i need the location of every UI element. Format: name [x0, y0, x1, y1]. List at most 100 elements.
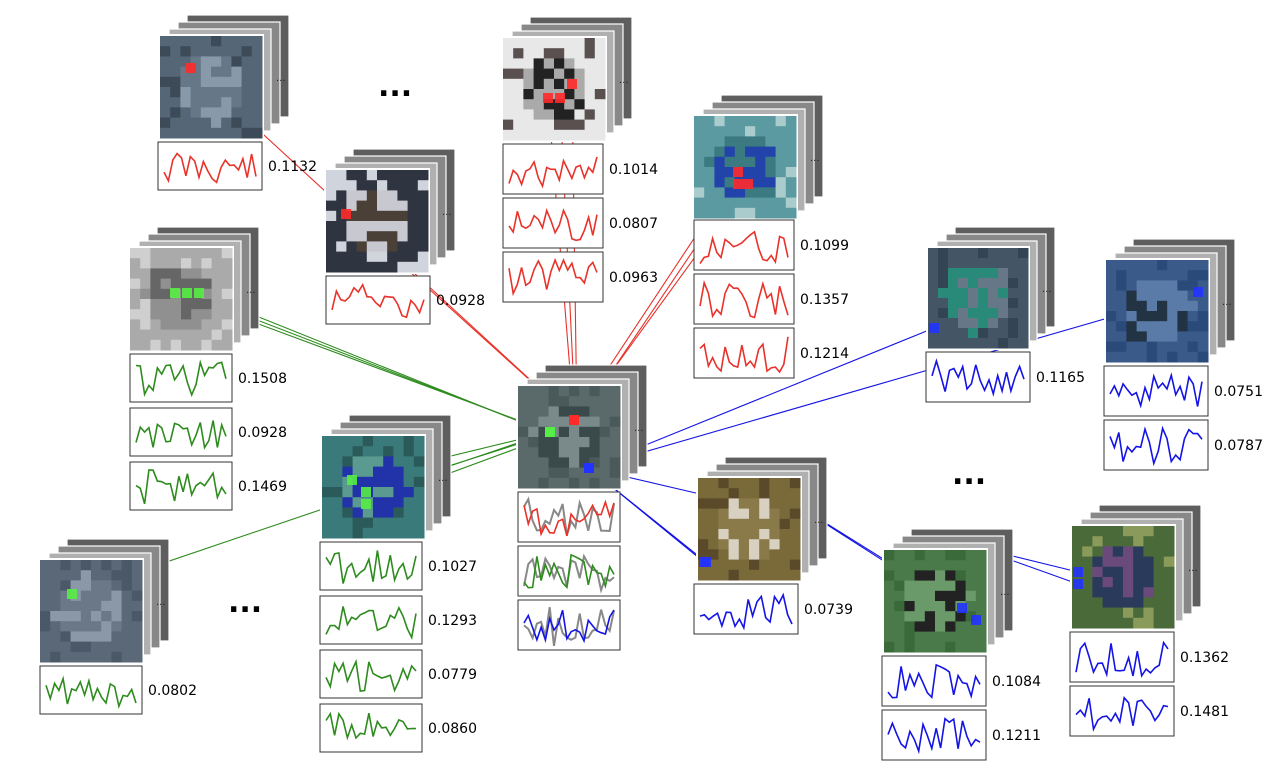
bird-top-left-pixel: [180, 127, 192, 139]
bird-bottom-left-pixel: [70, 651, 82, 663]
horse-pixel: [326, 180, 337, 191]
horse-pixel: [417, 170, 429, 181]
query-airplane-pixel: [589, 457, 601, 469]
dog-pixel: [914, 601, 926, 612]
truck-green-pixel: [1018, 268, 1029, 279]
airplane-blue-small-signal-line: [325, 711, 417, 741]
frog-dark-pixel: [1126, 351, 1138, 363]
bird-bottom-left-pixel: [40, 611, 51, 622]
truck-long-pixel: [1123, 597, 1134, 609]
airplane-blue-small-signal-line: [325, 605, 417, 641]
bird-bottom-left-pixel: [91, 641, 102, 653]
truck-green-pixel: [948, 308, 959, 319]
airplane-blue-small-pixel: [332, 487, 343, 498]
bird-bottom-left-pixel: [91, 651, 102, 663]
horse-pixel: [336, 241, 347, 253]
airplane-blue-small-pixel: [413, 436, 425, 447]
dog-pixel: [975, 641, 987, 653]
dog-pixel: [894, 611, 905, 622]
airplane-propeller-thumbnail: [128, 246, 234, 352]
ship-white-score-label: 0.0739: [804, 602, 853, 618]
airplane-propeller-score-label: 0.1508: [238, 371, 287, 387]
truck-long-pixel: [1082, 607, 1093, 619]
bird-bottom-left-pixel: [50, 641, 61, 653]
frog-dark-pixel: [1187, 341, 1199, 353]
truck-green-pixel: [1018, 298, 1029, 309]
airplane-blue-small-pixel: [352, 487, 364, 498]
truck-green-pixel: [988, 318, 999, 329]
dog-pixel: [965, 570, 977, 582]
bird-top-left-pixel: [221, 107, 232, 119]
frog-dark-pixel: [1106, 311, 1117, 322]
frog-dark-pixel: [1197, 290, 1209, 302]
airplane-propeller-pixel: [170, 319, 182, 331]
bird-top-left-pixel: [251, 56, 263, 68]
dog-pixel: [884, 590, 895, 602]
query-airplane-pixel: [579, 406, 590, 418]
airplane-propeller-pixel: [150, 339, 162, 351]
dog-pixel: [924, 641, 936, 653]
ship-dark-pixel: [503, 119, 514, 131]
airplane-blue-small-pixel: [352, 497, 364, 508]
airplane-blue-pixel: [745, 207, 756, 219]
truck-long-pixel: [1123, 526, 1134, 537]
airplane-blue-small-pixel: [383, 436, 394, 447]
query-airplane-pixel: [579, 457, 590, 469]
ship-white-pixel: [789, 488, 801, 499]
horse-pixel: [377, 170, 388, 181]
airplane-propeller-pixel: [221, 248, 233, 259]
dog-pixel: [945, 631, 956, 643]
airplane-blue-pixel: [704, 136, 715, 148]
frog-dark-pixel: [1157, 341, 1168, 353]
truck-long-pixel: [1112, 577, 1124, 588]
ship-dark-pixel: [513, 129, 524, 141]
horse-pixel: [366, 190, 378, 202]
horse-pixel: [336, 170, 347, 181]
airplane-blue-small-pixel: [362, 456, 374, 468]
truck-green-pixel: [968, 328, 979, 339]
bird-top-left-pixel: [241, 76, 253, 88]
airplane-blue-pixel: [704, 177, 715, 188]
truck-long-pixel: [1072, 536, 1083, 547]
truck-long-pixel: [1133, 587, 1144, 598]
ship-white-pixel: [738, 549, 750, 561]
truck-green-pixel: [928, 308, 939, 319]
bird-top-left-pixel: [221, 76, 232, 88]
airplane-blue-pixel: [745, 156, 756, 168]
dog-pixel: [965, 590, 977, 602]
truck-green-pixel: [1018, 278, 1029, 289]
ship-white-pixel: [708, 549, 719, 561]
query-airplane-pixel: [528, 477, 539, 489]
bird-top-left-pixel: [221, 56, 232, 68]
query-airplane-pixel: [518, 416, 529, 428]
airplane-propeller-patch-marker: [170, 288, 180, 298]
horse-pixel: [346, 210, 358, 222]
ship-dark-pixel: [533, 129, 545, 141]
ship-dark-pixel: [574, 129, 586, 141]
truck-green-pixel: [998, 308, 1009, 319]
truck-long-pixel: [1123, 556, 1134, 568]
query-airplane-pixel: [569, 447, 580, 458]
truck-green-pixel: [1008, 308, 1019, 319]
query-airplane-pixel: [609, 386, 621, 397]
horse-pixel: [346, 180, 358, 191]
ship-dark-pixel: [533, 109, 545, 121]
truck-long-pixel: [1143, 556, 1155, 568]
horse-pixel: [387, 231, 398, 242]
ship-dark-pixel: [564, 89, 575, 100]
ship-white-pixel: [749, 559, 760, 571]
ship-dark-pixel: [503, 78, 514, 90]
frog-dark-pixel: [1126, 331, 1138, 343]
ship-white-pixel: [728, 508, 740, 520]
airplane-propeller-pixel: [160, 258, 172, 269]
horse-pixel: [346, 221, 358, 232]
airplane-blue-pixel: [765, 156, 777, 168]
dog-pixel: [965, 601, 977, 612]
airplane-blue-pixel: [775, 146, 787, 158]
dog-pixel: [935, 560, 946, 571]
airplane-propeller-pixel: [170, 278, 182, 290]
airplane-blue-pixel: [734, 156, 746, 168]
truck-green-pixel: [958, 328, 969, 339]
airplane-blue-small-pixel: [362, 476, 374, 488]
